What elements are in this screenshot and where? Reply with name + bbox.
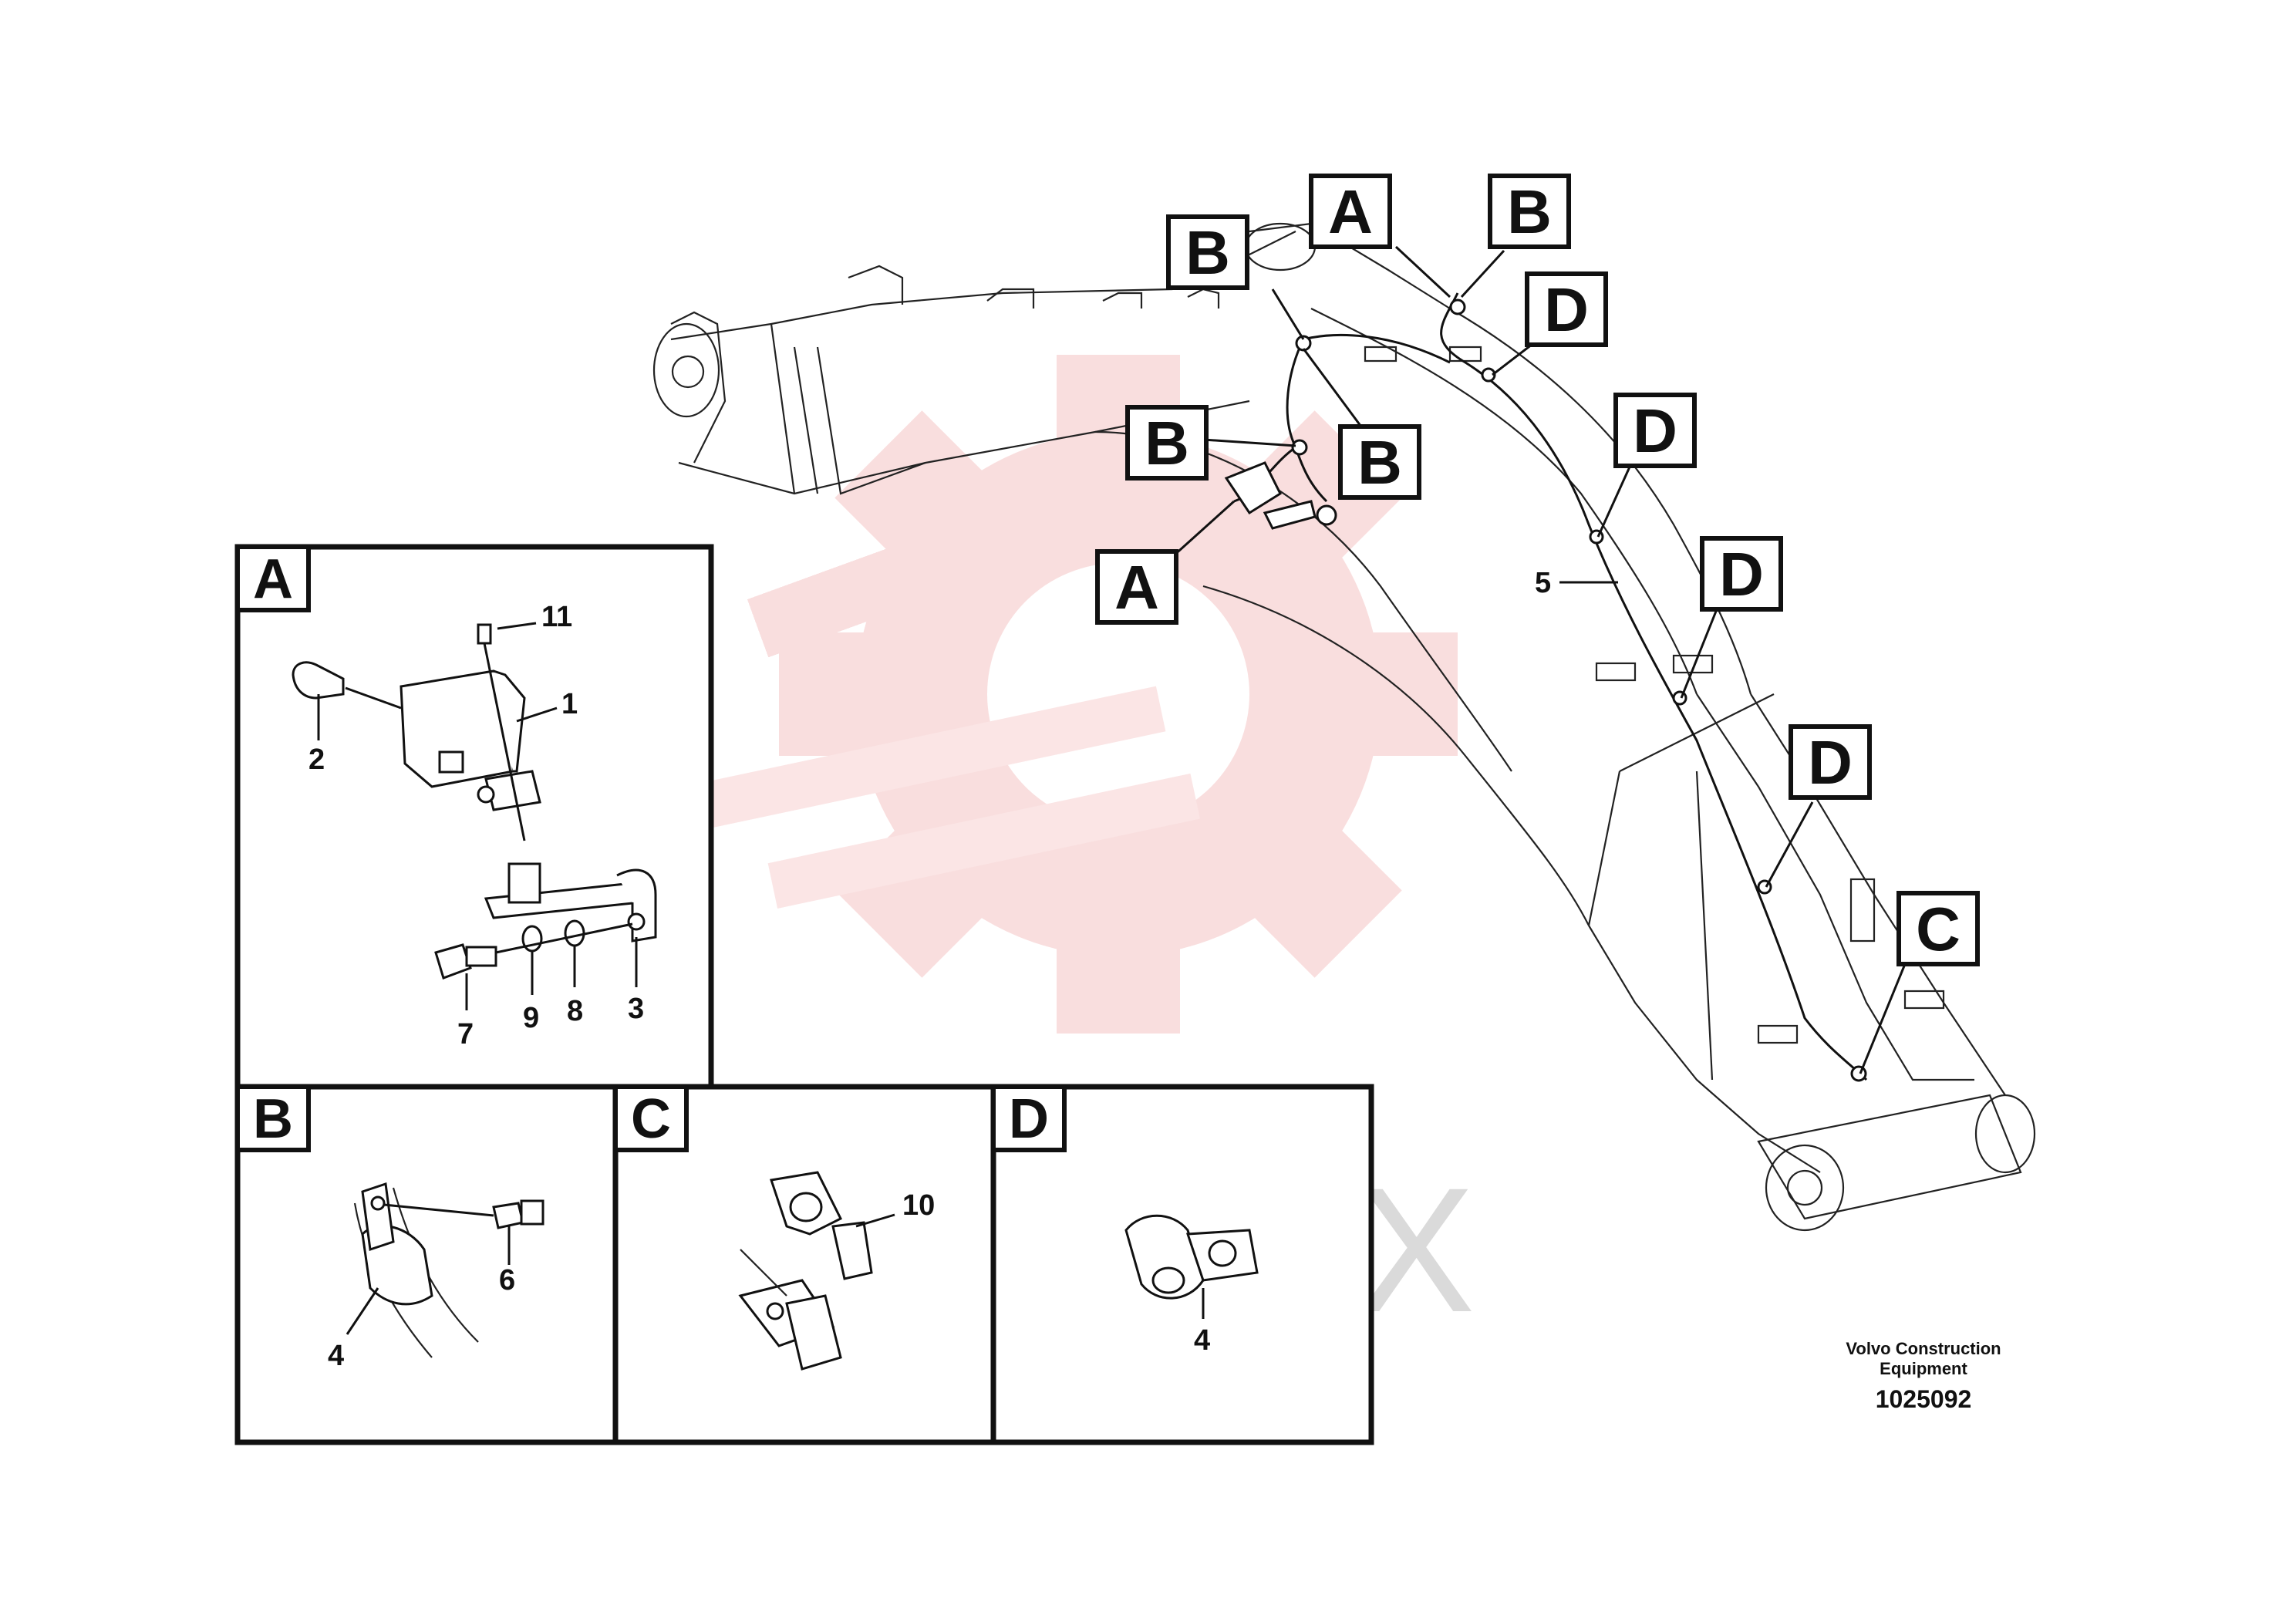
label-a-1: 1 [561,688,578,720]
label-a-2: 2 [308,744,325,776]
svg-text:B: B [1145,409,1189,477]
label-c-10: 10 [902,1189,935,1222]
svg-text:B: B [253,1088,293,1150]
label-a-11: 11 [541,601,572,633]
label-a-3: 3 [628,993,644,1025]
detail-c-tag: C [613,1084,689,1152]
label-a-8: 8 [567,995,583,1027]
label-harness-5: 5 [1535,567,1551,599]
label-d-4: 4 [1194,1324,1210,1357]
watermark-logo [703,355,1458,1034]
label-b-6: 6 [499,1264,515,1297]
svg-text:C: C [1916,895,1961,963]
callout-d1: D [1613,393,1697,468]
callout-d3: D [1789,724,1872,800]
callout-top-b: B [1488,174,1571,249]
footer-company-line1: Volvo Construction [1846,1339,2001,1358]
svg-text:D: D [1544,275,1589,344]
callout-d2: D [1700,536,1783,612]
svg-text:A: A [253,548,293,610]
callout-left-b: B [1125,405,1209,481]
callout-c1: C [1896,891,1980,966]
detail-d-tag: D [991,1084,1067,1152]
label-b-4: 4 [328,1340,344,1372]
detail-a-tag: A [235,545,311,612]
svg-text:B: B [1185,218,1230,287]
callout-upper-d: D [1525,271,1608,347]
footer-drawing-number: 1025092 [1876,1385,1972,1413]
svg-text:A: A [1114,553,1159,622]
svg-text:A: A [1328,177,1373,246]
label-a-7: 7 [457,1018,474,1050]
callout-leaders [1171,245,1907,1074]
footer-company-line2: Equipment [1880,1359,1967,1378]
detail-a-panel: A 11 1 2 [234,544,714,1090]
detail-c-panel: C 10 [612,1084,996,1445]
svg-text:D: D [1719,540,1764,609]
callout-upper-b: B [1166,214,1249,290]
svg-text:B: B [1507,177,1552,246]
detail-d-panel: D 4 [990,1084,1374,1445]
label-a-9: 9 [523,1002,539,1034]
wiring-harness [1224,292,1868,1082]
callout-mid-b: B [1338,424,1421,500]
detail-b-tag: B [235,1084,311,1152]
svg-text:B: B [1357,428,1402,497]
svg-text:D: D [1808,728,1853,797]
svg-text:C: C [631,1088,671,1150]
callout-low-a: A [1095,549,1178,625]
svg-text:D: D [1633,396,1677,465]
detail-b-panel: B 6 4 [234,1084,619,1445]
callout-top-a: A [1309,174,1392,249]
svg-text:D: D [1009,1088,1049,1150]
